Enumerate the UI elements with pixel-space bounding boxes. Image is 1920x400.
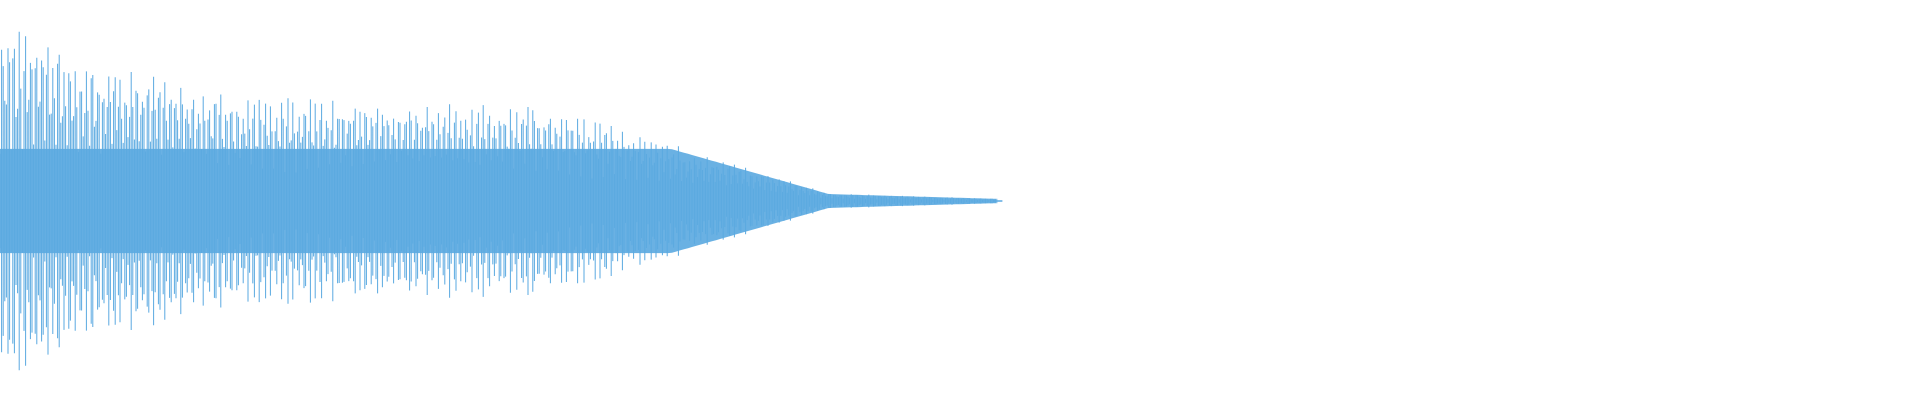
waveform-core: [0, 148, 996, 254]
